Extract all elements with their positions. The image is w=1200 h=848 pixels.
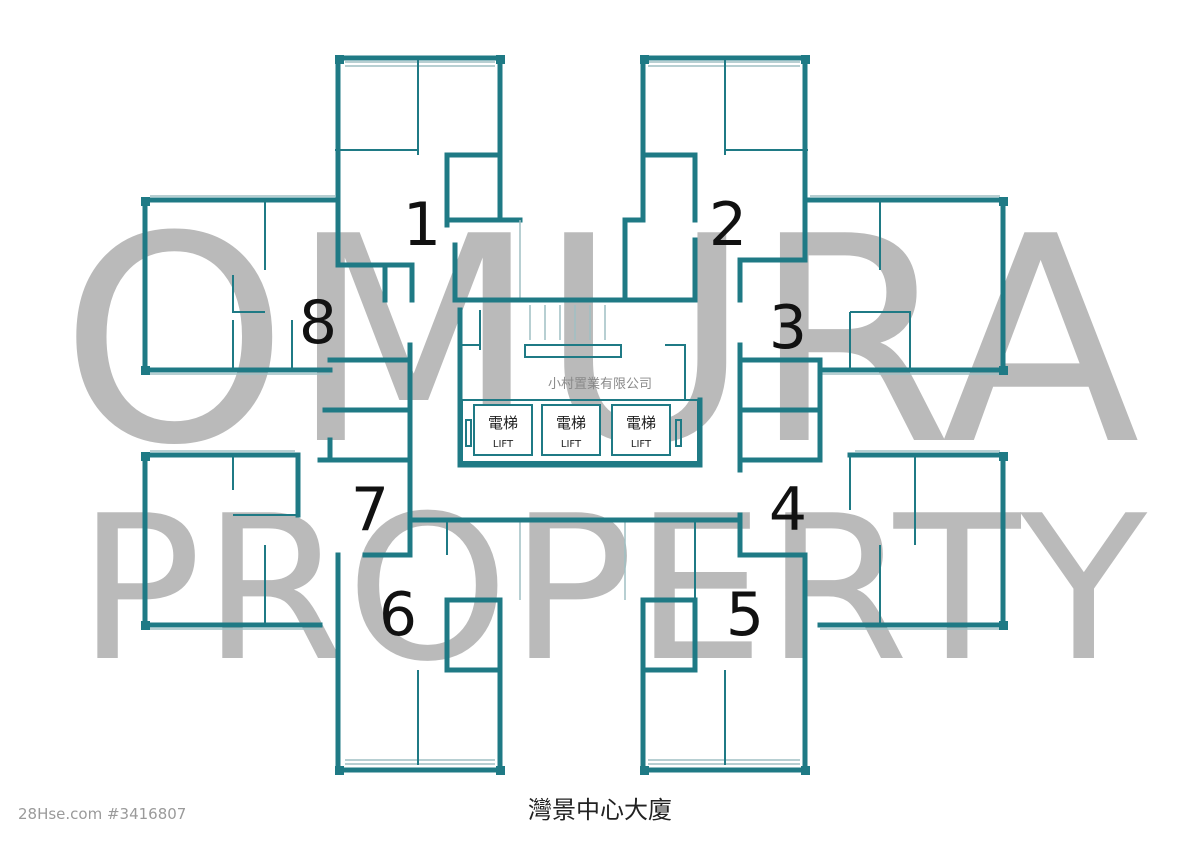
unit-label-1: 1 — [403, 190, 441, 260]
central-core — [452, 297, 703, 523]
lift-3-zh: 電梯 — [626, 414, 656, 432]
unit-2-walls — [622, 55, 808, 303]
building-name: 灣景中心大廈 — [528, 796, 672, 824]
lift-group: 電梯 LIFT 電梯 LIFT 電梯 LIFT — [465, 404, 682, 456]
lift-3: 電梯 LIFT — [611, 404, 671, 456]
watermark-line-1: OMURA — [60, 176, 1141, 508]
lift-2-zh: 電梯 — [556, 414, 586, 432]
lift-3-en: LIFT — [631, 439, 652, 450]
unit-label-4: 4 — [769, 475, 807, 545]
unit-labels: 1 2 3 4 5 6 7 8 — [299, 190, 807, 650]
unit-label-6: 6 — [379, 580, 417, 650]
lift-1-en: LIFT — [493, 439, 514, 450]
unit-7-walls — [142, 450, 413, 630]
lift-1: 電梯 LIFT — [473, 404, 533, 456]
watermark-line-2: PROPERTY — [77, 473, 1148, 706]
unit-label-8: 8 — [299, 288, 337, 358]
source-credit: 28Hse.com #3416807 — [18, 805, 187, 823]
lift-1-zh: 電梯 — [488, 414, 518, 432]
unit-label-3: 3 — [769, 293, 807, 363]
unit-label-5: 5 — [726, 580, 764, 650]
unit-6-walls — [335, 517, 521, 773]
unit-label-2: 2 — [709, 190, 747, 260]
lift-2: 電梯 LIFT — [541, 404, 601, 456]
unit-3-walls — [737, 195, 1006, 473]
unit-1-walls — [335, 55, 523, 303]
lift-2-en: LIFT — [561, 439, 582, 450]
unit-label-7: 7 — [351, 475, 389, 545]
company-label: 小村置業有限公司 — [548, 376, 652, 392]
column-marks — [141, 55, 1008, 775]
